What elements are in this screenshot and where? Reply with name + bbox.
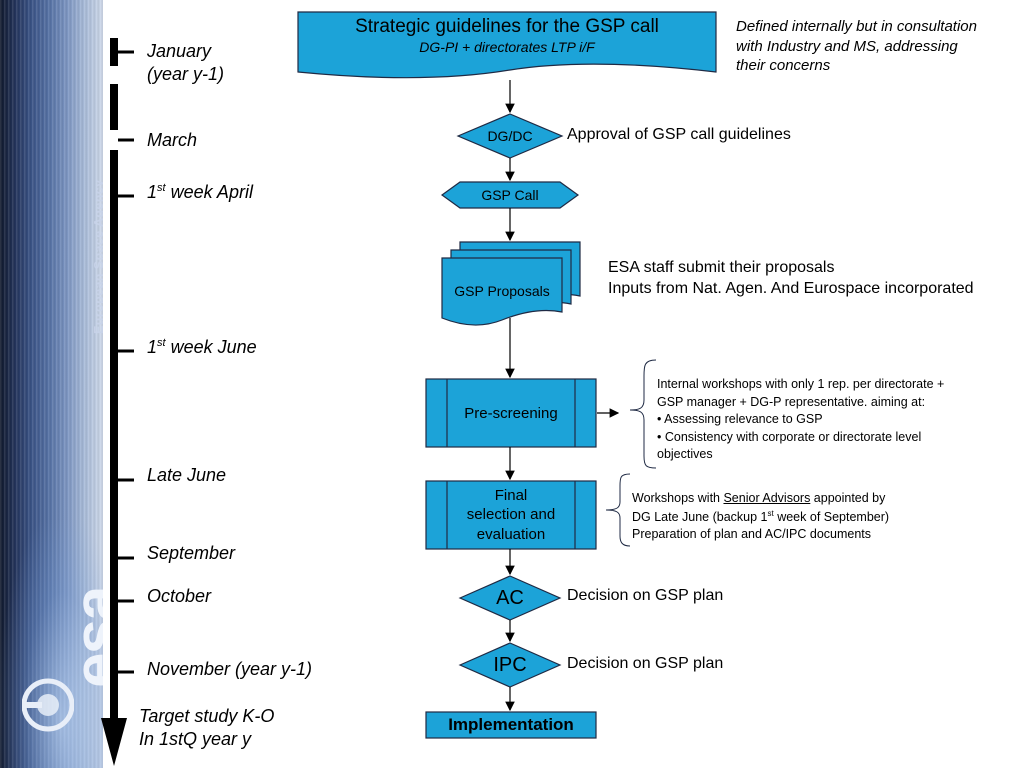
- timeline-arrowhead: [101, 718, 127, 766]
- proposals-label: GSP Proposals: [454, 283, 550, 299]
- gsp-call-label: GSP Call: [481, 187, 539, 203]
- workshops-note: Internal workshops with only 1 rep. per …: [657, 377, 945, 461]
- guidelines-title: Strategic guidelines for the GSP call: [355, 16, 659, 37]
- gsp-call-hexagon: [440, 181, 580, 209]
- approval-note: Approval of GSP call guidelines: [567, 126, 791, 143]
- timeline-october: October: [147, 586, 212, 606]
- ipc-diamond: [458, 642, 562, 688]
- esa-sidebar-banner: European Space Agency esa: [0, 0, 103, 768]
- senior-advisors-link: Senior Advisors: [723, 491, 811, 505]
- dgdc-label: DG/DC: [487, 128, 533, 144]
- timeline-march: March: [147, 130, 198, 150]
- guidelines-subtitle: DG-PI + directorates LTP i/F: [419, 38, 595, 55]
- prescreening-label: Pre-screening: [464, 404, 558, 422]
- timeline-september: September: [147, 543, 236, 563]
- prescreening-box: [425, 378, 597, 448]
- ac-decision-note: Decision on GSP plan: [567, 587, 724, 604]
- proposals-stack: [441, 241, 581, 326]
- timeline-june: 1st week June: [147, 337, 257, 357]
- dgdc-diamond: [456, 113, 564, 159]
- guidelines-shape: [297, 11, 717, 79]
- workshops-brace: [629, 359, 657, 469]
- ac-diamond: [458, 575, 562, 621]
- ipc-label: IPC: [493, 653, 527, 676]
- timeline-late-june: Late June: [147, 465, 227, 485]
- final-selection-box: [425, 480, 597, 550]
- timeline-segment-feb: [110, 84, 118, 130]
- flow-arrows: [505, 80, 620, 712]
- timeline-main-bar: [110, 150, 118, 720]
- final-selection-label: Final selection and evaluation: [466, 486, 556, 543]
- esa-logo-icon: [22, 678, 74, 732]
- timeline-ticks: [118, 50, 134, 674]
- senior-advisors-note: Workshops with Senior Advisors appointed…: [632, 491, 890, 542]
- implementation-box: [425, 711, 597, 739]
- timeline-january: January(year y-1): [147, 41, 225, 85]
- timeline-april: 1st week April: [147, 182, 253, 202]
- ipc-decision-note: Decision on GSP plan: [567, 655, 724, 672]
- guidelines-node: Strategic guidelines for the GSP call DG…: [298, 16, 716, 56]
- senior-brace: [605, 473, 631, 547]
- implementation-label: Implementation: [448, 715, 574, 734]
- proposals-note: ESA staff submit their proposals Inputs …: [608, 259, 974, 297]
- ac-label: AC: [496, 586, 524, 609]
- defined-note: Defined internally but in consultation w…: [736, 18, 977, 74]
- timeline-segment-january: [110, 38, 118, 66]
- timeline-november: November (year y-1): [147, 659, 313, 679]
